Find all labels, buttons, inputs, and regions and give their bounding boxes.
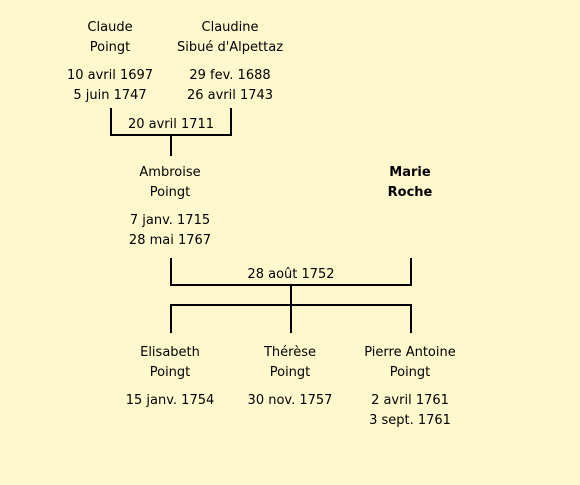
person-ambroise-poingt: Ambroise Poingt 7 janv. 1715 28 mai 1767 bbox=[95, 163, 245, 251]
person-claudine-sibue-dalpettaz: Claudine Sibué d'Alpettaz 29 fev. 1688 2… bbox=[155, 18, 305, 106]
person-first-name: Marie bbox=[389, 165, 431, 180]
marriage-date: 28 août 1752 bbox=[247, 267, 335, 282]
person-dates: 10 avril 1697 5 juin 1747 bbox=[35, 66, 185, 106]
death-date: 28 mai 1767 bbox=[128, 233, 212, 248]
person-pierre-antoine-poingt: Pierre Antoine Poingt 2 avril 1761 3 sep… bbox=[335, 343, 485, 431]
person-first-name: Ambroise bbox=[139, 165, 201, 180]
birth-date: 10 avril 1697 bbox=[66, 68, 154, 83]
person-last-name: Poingt bbox=[149, 365, 191, 380]
person-marie-roche: Marie Roche bbox=[335, 163, 485, 203]
person-dates: 30 nov. 1757 bbox=[215, 391, 365, 411]
descent-line bbox=[170, 134, 172, 156]
death-date: 3 sept. 1761 bbox=[369, 413, 451, 428]
birth-date: 2 avril 1761 bbox=[371, 393, 449, 408]
person-dates: 7 janv. 1715 28 mai 1767 bbox=[95, 211, 245, 251]
birth-date: 15 janv. 1754 bbox=[125, 393, 215, 408]
person-claude-poingt: Claude Poingt 10 avril 1697 5 juin 1747 bbox=[35, 18, 185, 106]
child-connector-line bbox=[170, 304, 172, 333]
person-elisabeth-poingt: Elisabeth Poingt 15 janv. 1754 bbox=[95, 343, 245, 411]
person-last-name: Roche bbox=[387, 185, 433, 200]
death-date: 26 avril 1743 bbox=[186, 88, 274, 103]
person-first-name: Claude bbox=[87, 20, 133, 35]
child-connector-line bbox=[290, 304, 292, 333]
person-first-name: Thérèse bbox=[263, 345, 316, 360]
person-first-name: Claudine bbox=[201, 20, 259, 35]
person-last-name: Poingt bbox=[389, 365, 431, 380]
connector-line bbox=[110, 108, 112, 136]
person-dates: 29 fev. 1688 26 avril 1743 bbox=[155, 66, 305, 106]
person-therese-poingt: Thérèse Poingt 30 nov. 1757 bbox=[215, 343, 365, 411]
connector-line bbox=[170, 258, 172, 286]
marriage-date: 20 avril 1711 bbox=[127, 117, 215, 132]
birth-date: 29 fev. 1688 bbox=[189, 68, 271, 83]
connector-line bbox=[230, 108, 232, 136]
person-last-name: Sibué d'Alpettaz bbox=[176, 40, 284, 55]
descent-line bbox=[290, 284, 292, 304]
person-first-name: Pierre Antoine bbox=[364, 345, 456, 360]
person-last-name: Poingt bbox=[149, 185, 191, 200]
person-last-name: Poingt bbox=[269, 365, 311, 380]
birth-date: 7 janv. 1715 bbox=[129, 213, 211, 228]
person-dates: 15 janv. 1754 bbox=[95, 391, 245, 411]
connector-line bbox=[410, 258, 412, 286]
death-date: 5 juin 1747 bbox=[73, 88, 147, 103]
person-first-name: Elisabeth bbox=[140, 345, 200, 360]
person-last-name: Poingt bbox=[89, 40, 131, 55]
birth-date: 30 nov. 1757 bbox=[247, 393, 333, 408]
person-dates: 2 avril 1761 3 sept. 1761 bbox=[335, 391, 485, 431]
child-connector-line bbox=[410, 304, 412, 333]
